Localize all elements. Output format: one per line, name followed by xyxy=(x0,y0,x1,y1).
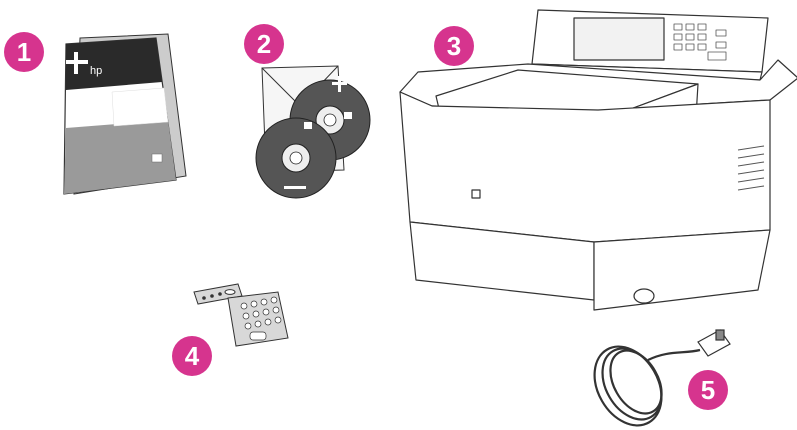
callout-3-number: 3 xyxy=(446,30,462,61)
callout-2-number: 2 xyxy=(256,28,272,59)
callout-5-badge: 5 xyxy=(688,370,728,410)
callout-5-number: 5 xyxy=(700,374,716,405)
digital-sender-device-image xyxy=(399,9,797,311)
callout-3-badge: 3 xyxy=(434,26,474,66)
callout-4-badge: 4 xyxy=(172,336,212,376)
callout-1-badge: 1 xyxy=(4,32,44,72)
software-cds-image xyxy=(255,65,371,199)
power-cord-image xyxy=(593,329,731,427)
getting-started-guide-image: hp xyxy=(63,33,187,195)
callout-4-number: 4 xyxy=(184,340,200,371)
booklet-logo-text: hp xyxy=(90,65,102,77)
callout-1-number: 1 xyxy=(16,36,32,67)
callout-2-badge: 2 xyxy=(244,24,284,64)
keypad-overlays-image xyxy=(193,283,289,347)
